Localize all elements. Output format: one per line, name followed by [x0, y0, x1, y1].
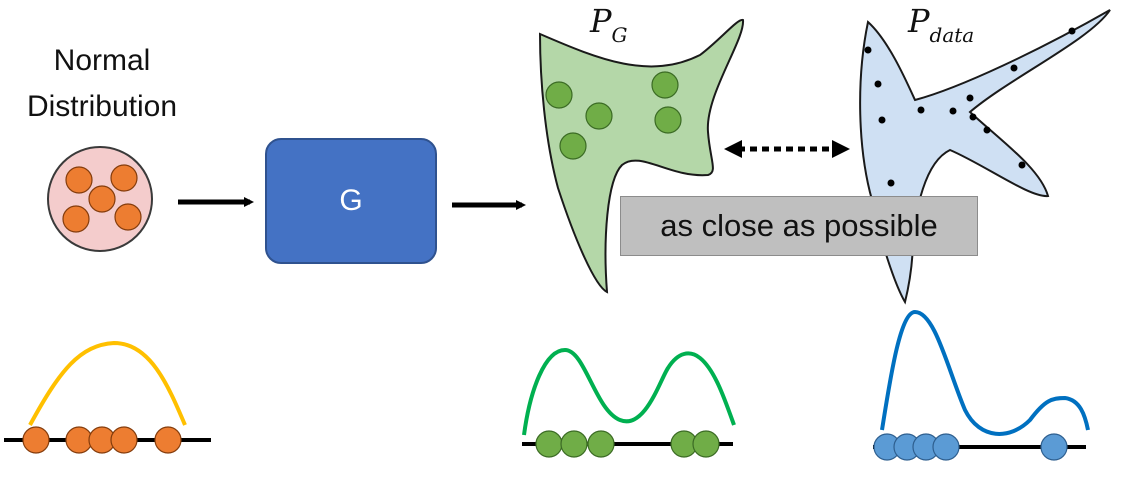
data-point — [966, 94, 974, 102]
data-label-sub: data — [929, 23, 975, 47]
data-point — [864, 46, 872, 54]
generated-distribution-shape — [538, 19, 745, 294]
source-sample-dot — [22, 426, 50, 454]
generated-dot — [654, 106, 682, 134]
data-point — [1010, 64, 1018, 72]
data-sample-dot — [932, 433, 960, 461]
generated-label-main: P — [590, 2, 612, 40]
source-dot — [65, 166, 93, 194]
source-title-line2: Distribution — [26, 90, 178, 123]
generated-sample-dot — [535, 430, 563, 458]
source-sample-dot — [154, 426, 182, 454]
data-point — [887, 179, 895, 187]
data-point — [874, 80, 882, 88]
generator-label: G — [339, 184, 363, 217]
data-point — [917, 106, 925, 114]
generated-dot — [559, 132, 587, 160]
data-point — [1068, 27, 1076, 35]
generated-sample-dot — [692, 430, 720, 458]
data-point — [983, 126, 991, 134]
comparison-banner: as close as possible — [620, 196, 978, 256]
generated-sample-dot — [587, 430, 615, 458]
comparison-label: as close as possible — [660, 208, 938, 243]
data-point — [969, 113, 977, 121]
source-title: Normal Distribution — [4, 38, 200, 130]
source-dot — [62, 205, 90, 233]
double-arrow-dotted-icon — [724, 140, 850, 158]
data-point — [878, 116, 886, 124]
generated-distribution-label: PG — [590, 2, 628, 47]
generated-dot — [585, 102, 613, 130]
data-distribution-label: Pdata — [908, 2, 974, 47]
source-dot — [88, 185, 116, 213]
data-point — [949, 107, 957, 115]
generator-box: G — [265, 138, 437, 264]
generated-dot — [651, 71, 679, 99]
source-density-curve — [4, 340, 211, 454]
source-sample-dot — [110, 426, 138, 454]
data-sample-dot — [1040, 433, 1068, 461]
source-sample-circle — [47, 146, 153, 252]
generated-dot — [545, 81, 573, 109]
generated-label-sub: G — [611, 23, 628, 47]
data-point — [1018, 161, 1026, 169]
data-label-main: P — [908, 2, 930, 40]
source-dot — [114, 203, 142, 231]
source-sample-dot — [65, 426, 93, 454]
source-dot — [110, 164, 138, 192]
source-title-line1: Normal — [53, 44, 151, 77]
generated-sample-dot — [560, 430, 588, 458]
generated-density-curve — [522, 347, 736, 458]
data-density-curve — [873, 309, 1090, 461]
data-distribution-shape — [859, 9, 1111, 305]
